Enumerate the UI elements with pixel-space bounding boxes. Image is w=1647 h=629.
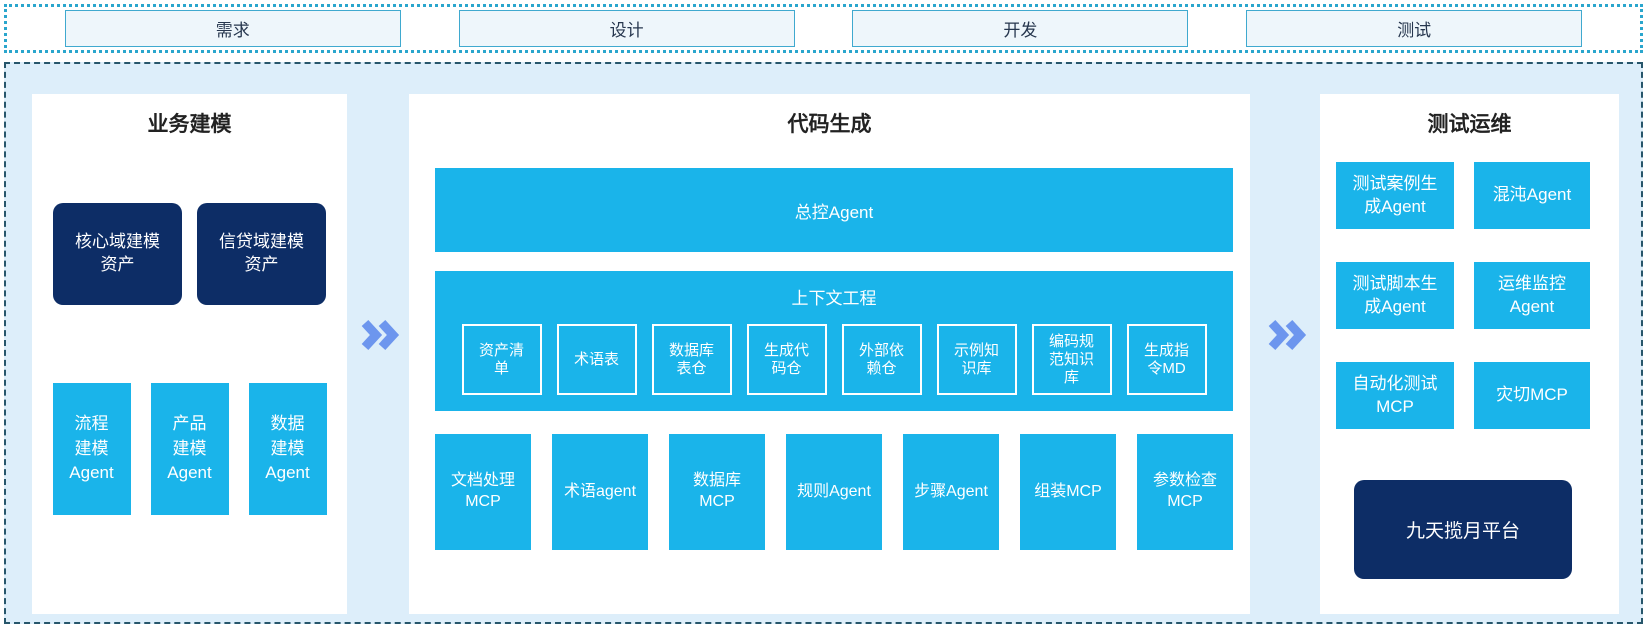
box-glossary-agent: 术语agent	[552, 434, 648, 550]
asset-box-credit-domain: 信贷域建模 资产	[197, 203, 326, 305]
panel-code-generation: 代码生成 总控Agent 上下文工程 资产清 单 术语表 数据库 表仓 生成代 …	[409, 94, 1250, 614]
phase-box-design: 设计	[458, 10, 795, 47]
agent-box-process-modeling: 流程 建模 Agent	[52, 383, 131, 515]
box-doc-processing-mcp: 文档处理 MCP	[435, 434, 531, 550]
context-engineering-section: 上下文工程 资产清 单 术语表 数据库 表仓 生成代 码仓 外部依 赖仓 示例知…	[435, 271, 1233, 411]
context-item-glossary: 术语表	[556, 324, 637, 395]
context-item-coding-standard-kb: 编码规 范知识 库	[1031, 324, 1112, 395]
box-auto-test-mcp: 自动化测试 MCP	[1336, 362, 1454, 429]
modeling-agent-row: 流程 建模 Agent 产品 建模 Agent 数据 建模 Agent	[32, 383, 347, 515]
context-engineering-title: 上下文工程	[791, 289, 877, 308]
asset-box-core-domain: 核心域建模 资产	[53, 203, 182, 305]
box-test-case-gen-agent: 测试案例生 成Agent	[1336, 162, 1454, 229]
flow-arrow-icon	[1268, 319, 1307, 351]
box-ops-monitor-agent: 运维监控 Agent	[1474, 262, 1590, 329]
box-disaster-switch-mcp: 灾切MCP	[1474, 362, 1590, 429]
asset-row: 核心域建模 资产 信贷域建模 资产	[32, 203, 347, 305]
panel-test-ops: 测试运维 测试案例生 成Agent 混沌Agent 测试脚本生 成Agent 运…	[1320, 94, 1619, 614]
agent-box-data-modeling: 数据 建模 Agent	[248, 383, 327, 515]
box-chaos-agent: 混沌Agent	[1474, 162, 1590, 229]
panel-title-testops: 测试运维	[1427, 113, 1512, 136]
flow-arrow-icon	[361, 319, 400, 351]
context-item-asset-list: 资产清 单	[461, 324, 542, 395]
box-rule-agent: 规则Agent	[786, 434, 882, 550]
master-agent-bar: 总控Agent	[435, 168, 1233, 252]
context-item-external-deps-repo: 外部依 赖仓	[841, 324, 922, 395]
main-container: 业务建模 核心域建模 资产 信贷域建模 资产 流程 建模 Agent 产品 建模…	[4, 62, 1643, 624]
context-item-generation-instruction-md: 生成指 令MD	[1126, 324, 1207, 395]
panel-title-codegen: 代码生成	[787, 113, 872, 136]
box-assembly-mcp: 组装MCP	[1020, 434, 1116, 550]
platform-box-jiutian-lanyue: 九天揽月平台	[1354, 480, 1572, 579]
panel-title-business: 业务建模	[147, 113, 232, 136]
agent-box-product-modeling: 产品 建模 Agent	[150, 383, 229, 515]
mcp-agent-row: 文档处理 MCP 术语agent 数据库 MCP 规则Agent 步骤Agent…	[435, 434, 1233, 550]
box-param-check-mcp: 参数检查 MCP	[1137, 434, 1233, 550]
context-item-generated-code-repo: 生成代 码仓	[746, 324, 827, 395]
context-item-row: 资产清 单 术语表 数据库 表仓 生成代 码仓 外部依 赖仓 示例知 识库 编码…	[435, 324, 1233, 395]
panel-business-modeling: 业务建模 核心域建模 资产 信贷域建模 资产 流程 建模 Agent 产品 建模…	[32, 94, 347, 614]
phase-box-requirements: 需求	[64, 10, 401, 47]
phase-box-testing: 测试	[1246, 10, 1583, 47]
testops-grid: 测试案例生 成Agent 混沌Agent 测试脚本生 成Agent 运维监控 A…	[1336, 162, 1590, 429]
box-database-mcp: 数据库 MCP	[669, 434, 765, 550]
box-step-agent: 步骤Agent	[903, 434, 999, 550]
phase-bar: 需求 设计 开发 测试	[4, 4, 1643, 53]
context-item-example-kb: 示例知 识库	[936, 324, 1017, 395]
context-item-db-table-repo: 数据库 表仓	[651, 324, 732, 395]
phase-box-development: 开发	[852, 10, 1189, 47]
box-test-script-gen-agent: 测试脚本生 成Agent	[1336, 262, 1454, 329]
